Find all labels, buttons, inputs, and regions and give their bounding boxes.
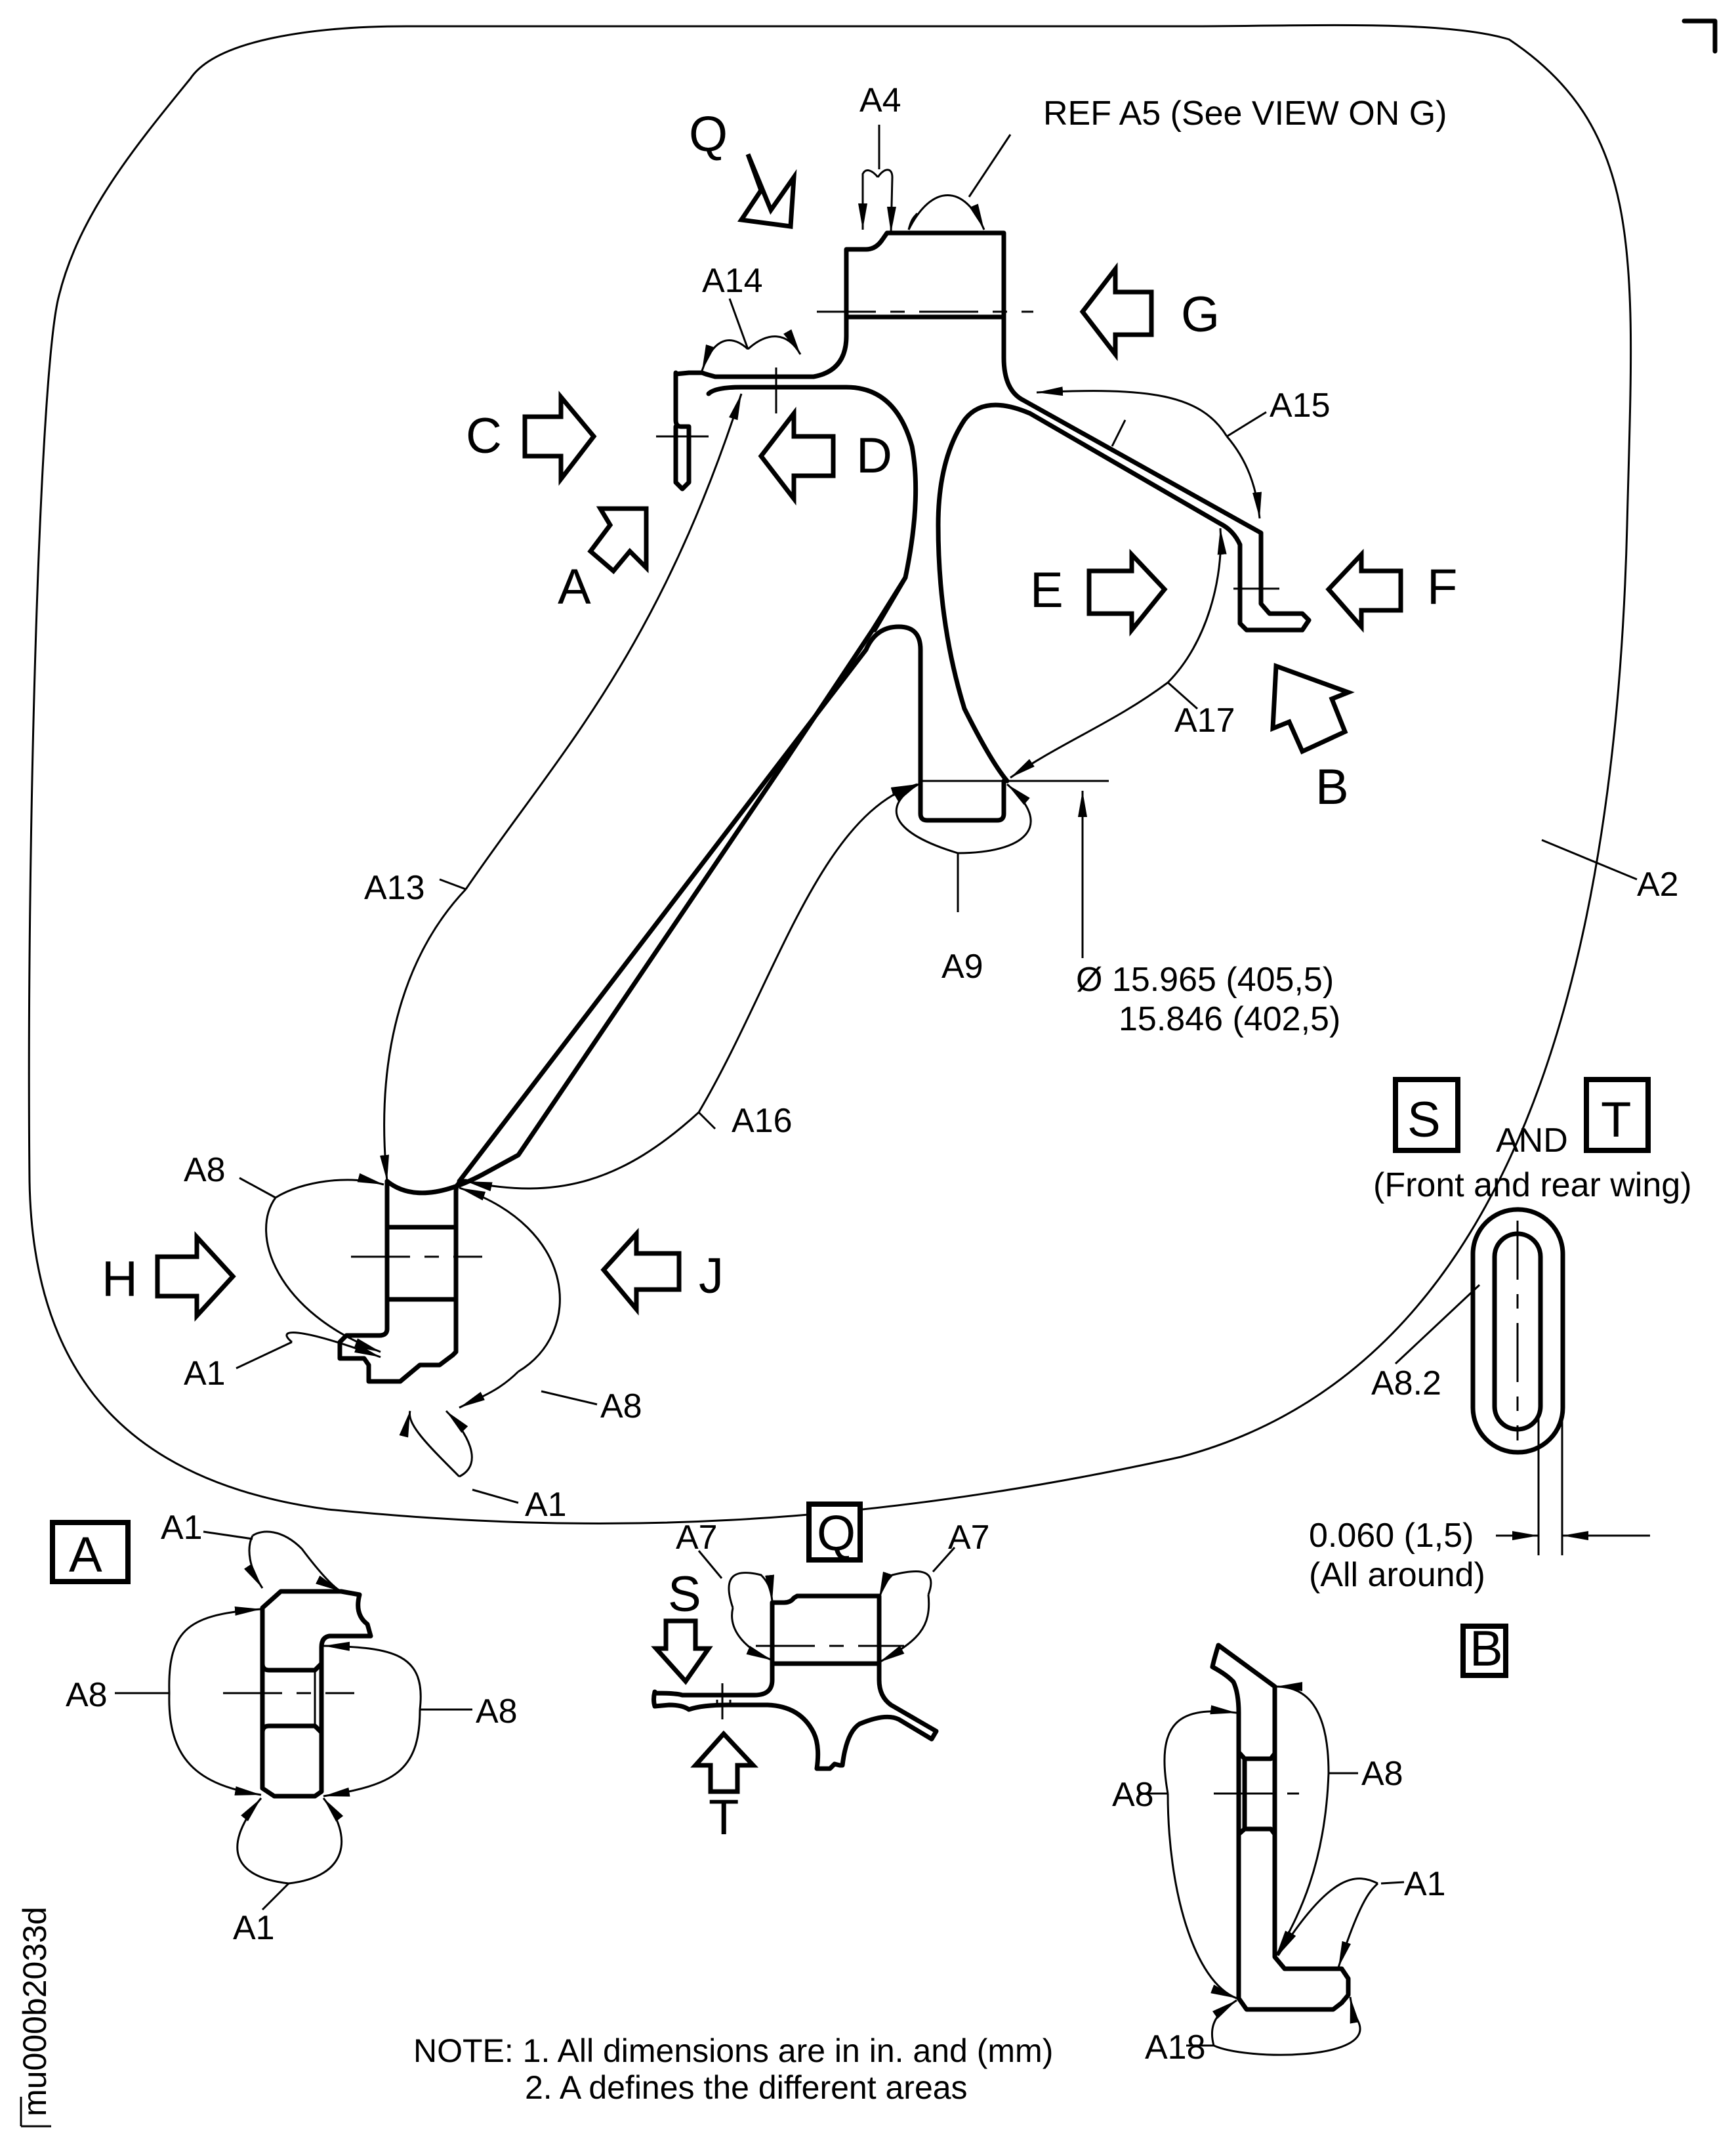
- label-view-d: D: [856, 428, 892, 484]
- note-line-2: 2. A defines the different areas: [525, 2069, 968, 2106]
- label-view-b: B: [1315, 759, 1349, 815]
- label-view-e: E: [1030, 562, 1064, 618]
- label-a4: A4: [859, 81, 901, 119]
- view-q: [651, 1502, 956, 1794]
- view-q-label-a7-right: A7: [948, 1519, 990, 1557]
- label-view-q: Q: [689, 106, 728, 162]
- label-ref-a5: REF A5 (See VIEW ON G): [1043, 94, 1447, 133]
- view-s-and-t: [1393, 1077, 1651, 1555]
- label-a8-right: A8: [600, 1387, 642, 1425]
- view-arrow-h: [155, 1231, 236, 1322]
- diameter-line2: 15.846 (402,5): [1119, 1000, 1340, 1038]
- view-t-title-box: [1584, 1077, 1651, 1153]
- view-arrow-d: [758, 406, 836, 506]
- area-a2-boundary: [28, 24, 1632, 1524]
- view-arrow-c: [522, 390, 597, 486]
- label-a1-bottom: A1: [525, 1486, 567, 1524]
- label-a15: A15: [1270, 387, 1331, 425]
- label-a13: A13: [364, 869, 425, 907]
- label-a14: A14: [702, 262, 763, 300]
- view-arrow-a: [587, 506, 649, 574]
- main-section-view: [337, 230, 1312, 1384]
- view-b-title-box: [1460, 1624, 1508, 1678]
- view-arrow-g: [1079, 262, 1154, 362]
- view-arrow-f: [1325, 549, 1403, 633]
- label-a16: A16: [732, 1102, 793, 1140]
- label-view-f: F: [1427, 559, 1457, 615]
- view-s-title: S: [1407, 1092, 1441, 1148]
- view-a-label-a8-right: A8: [476, 1692, 518, 1731]
- diameter-line1: Ø 15.965 (405,5): [1076, 961, 1334, 999]
- corner-mark-bottom-left: [20, 2097, 51, 2128]
- main-view-leaders: [236, 125, 1267, 1504]
- view-b: [1138, 1624, 1508, 2056]
- label-a17: A17: [1174, 702, 1235, 740]
- view-b-label-a1: A1: [1404, 1865, 1446, 1903]
- label-a1-left: A1: [184, 1354, 226, 1393]
- view-arrow-t-up: [690, 1730, 759, 1794]
- view-s-title-box: [1393, 1077, 1460, 1153]
- view-q-label-t: T: [709, 1790, 739, 1845]
- view-b-title: B: [1470, 1621, 1503, 1677]
- corner-mark-top-right: [1682, 18, 1718, 54]
- view-a-label-a8-left: A8: [66, 1676, 108, 1714]
- view-arrow-s-down: [651, 1618, 713, 1685]
- view-q-title-box: [806, 1502, 863, 1563]
- view-q-title: Q: [817, 1505, 856, 1561]
- view-st-and: AND: [1496, 1122, 1568, 1160]
- view-b-label-a18: A18: [1145, 2028, 1206, 2067]
- view-q-label-s: S: [668, 1566, 701, 1622]
- note-line-1: NOTE: 1. All dimensions are in in. and (…: [413, 2032, 1053, 2069]
- label-view-c: C: [466, 408, 502, 464]
- view-arrow-e: [1086, 549, 1168, 637]
- view-arrows: [155, 153, 1403, 1322]
- view-st-subtitle: (Front and rear wing): [1373, 1166, 1692, 1204]
- label-view-j: J: [699, 1248, 724, 1304]
- label-a8-2: A8.2: [1371, 1364, 1441, 1402]
- view-t-title: T: [1601, 1092, 1631, 1148]
- view-a-label-a1-bottom: A1: [233, 1909, 275, 1947]
- view-a-title: A: [69, 1527, 102, 1583]
- dimension-all-around: (All around): [1309, 1556, 1485, 1594]
- label-view-a: A: [558, 559, 591, 615]
- label-a2: A2: [1637, 866, 1679, 904]
- label-a9: A9: [941, 948, 983, 986]
- label-view-h: H: [102, 1251, 138, 1307]
- label-a8-left: A8: [184, 1151, 226, 1189]
- view-b-label-a8-left: A8: [1112, 1776, 1154, 1814]
- view-q-label-a7-left: A7: [676, 1519, 718, 1557]
- label-view-g: G: [1181, 287, 1220, 343]
- a2-leader: [1541, 839, 1638, 881]
- view-arrow-b: [1270, 663, 1355, 755]
- view-a-label-a1-top: A1: [161, 1509, 203, 1547]
- view-arrow-q: [737, 153, 797, 229]
- view-b-label-a8-right: A8: [1361, 1755, 1403, 1793]
- dimension-0060: 0.060 (1,5): [1309, 1517, 1474, 1555]
- view-a: [50, 1520, 472, 1911]
- view-a-title-box: [50, 1520, 131, 1584]
- view-arrow-j: [600, 1227, 682, 1316]
- drawing-id: mu000b2033d: [16, 1906, 53, 2116]
